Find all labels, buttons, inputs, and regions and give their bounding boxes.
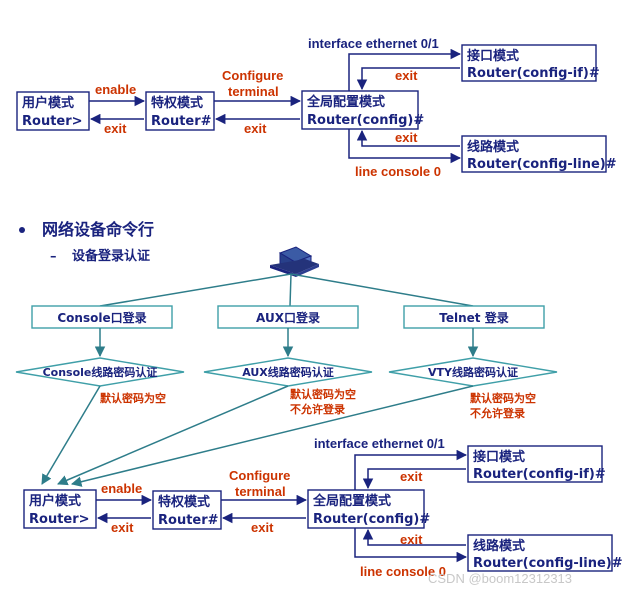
if-mode-box-2: 接口模式 Router(config-if)# xyxy=(467,445,606,483)
link-computer-telnet xyxy=(290,273,474,307)
watermark-text: CSDN @boom12312313 xyxy=(428,571,572,586)
priv-mode-label-2: 特权模式 xyxy=(158,494,210,510)
link-computer-aux xyxy=(289,273,292,307)
priv-mode-prompt-2: Router# xyxy=(158,513,219,528)
line-mode-box: 线路模式 Router(config-line)# xyxy=(461,135,617,173)
exit-label-priv-user-2: exit xyxy=(111,520,134,535)
aux-default-note-line2: 不允许登录 xyxy=(290,402,345,416)
if-mode-label-2: 接口模式 xyxy=(473,449,525,465)
mode-flow-top: 用户模式 Router> 特权模式 Router# 全局配置模式 Router(… xyxy=(16,36,617,179)
exit-label-priv-user: exit xyxy=(104,121,127,136)
interface-command-label-2: interface ethernet 0/1 xyxy=(314,436,445,451)
line-console-arrow-2 xyxy=(354,528,468,563)
exit-arrow-if-global xyxy=(356,67,460,91)
telnet-login-label: Telnet 登录 xyxy=(439,310,508,325)
priv-mode-box: 特权模式 Router# xyxy=(145,91,215,131)
priv-mode-box-2: 特权模式 Router# xyxy=(152,490,222,530)
exit-label-line-global: exit xyxy=(395,130,418,145)
console-default-note: 默认密码为空 xyxy=(100,391,166,405)
exit-arrow-line-global-2 xyxy=(362,528,466,546)
line-mode-box-2: 线路模式 Router(config-line)# xyxy=(467,534,623,572)
interface-command-label: interface ethernet 0/1 xyxy=(308,36,439,51)
line-mode-prompt-2: Router(config-line)# xyxy=(473,556,623,571)
global-mode-prompt: Router(config)# xyxy=(307,113,424,128)
bullet-list: 网络设备命令行 – 设备登录认证 xyxy=(19,220,154,264)
aux-login-label: AUX口登录 xyxy=(256,310,320,325)
exit-label-global-priv-2: exit xyxy=(251,520,274,535)
bullet-level2-marker: – xyxy=(50,249,57,264)
global-mode-label-2: 全局配置模式 xyxy=(312,493,391,509)
link-computer-console xyxy=(99,273,292,307)
arrow-console-user xyxy=(41,385,101,485)
exit-arrow-line-global xyxy=(356,129,460,147)
global-mode-box: 全局配置模式 Router(config)# xyxy=(301,90,424,130)
enable-command-label: enable xyxy=(95,82,136,97)
user-mode-box-2: 用户模式 Router> xyxy=(23,489,97,529)
exit-arrow-if-global-2 xyxy=(362,468,466,490)
bullet-level2-text: 设备登录认证 xyxy=(72,248,150,264)
login-entries: Console口登录 AUX口登录 Telnet 登录 xyxy=(31,305,545,329)
aux-auth-diamond xyxy=(203,357,373,387)
bullet-level1-text: 网络设备命令行 xyxy=(42,220,154,239)
vty-default-note-line2: 不允许登录 xyxy=(470,406,525,420)
exit-label-line-global-2: exit xyxy=(400,532,423,547)
if-mode-label: 接口模式 xyxy=(467,48,519,64)
configure-command-line2-2: terminal xyxy=(235,484,286,499)
interface-arrow-2 xyxy=(354,449,468,490)
aux-default-note-line1: 默认密码为空 xyxy=(290,387,356,401)
exit-label-if-global-2: exit xyxy=(400,469,423,484)
line-mode-label: 线路模式 xyxy=(467,139,519,155)
line-console-arrow xyxy=(348,129,462,164)
auth-diamonds: Console线路密码认证 AUX线路密码认证 VTY线路密码认证 xyxy=(15,357,558,387)
vty-auth-diamond xyxy=(388,357,558,387)
aux-auth-label: AUX线路密码认证 xyxy=(242,365,334,379)
user-mode-prompt: Router> xyxy=(22,114,83,129)
console-login-box xyxy=(31,305,173,329)
user-mode-label-2: 用户模式 xyxy=(28,493,81,509)
user-mode-prompt-2: Router> xyxy=(29,512,90,527)
vty-default-note-line1: 默认密码为空 xyxy=(470,391,536,405)
console-login-label: Console口登录 xyxy=(57,310,146,325)
computer-terminal-icon xyxy=(270,246,319,277)
telnet-login-box xyxy=(403,305,545,329)
user-mode-label: 用户模式 xyxy=(21,95,74,111)
global-mode-prompt-2: Router(config)# xyxy=(313,512,430,527)
mode-flow-bottom: 用户模式 Router> 特权模式 Router# 全局配置模式 Router(… xyxy=(23,436,623,579)
vty-auth-label: VTY线路密码认证 xyxy=(428,365,518,379)
priv-mode-prompt: Router# xyxy=(151,114,212,129)
interface-arrow xyxy=(348,48,462,91)
configure-command-line2: terminal xyxy=(228,84,279,99)
if-mode-box: 接口模式 Router(config-if)# xyxy=(461,44,600,82)
exit-label-if-global: exit xyxy=(395,68,418,83)
global-mode-label: 全局配置模式 xyxy=(306,94,385,110)
enable-command-label-2: enable xyxy=(101,481,142,496)
user-mode-box: 用户模式 Router> xyxy=(16,91,90,131)
priv-mode-label: 特权模式 xyxy=(151,95,203,111)
bullet-dot-icon xyxy=(19,227,25,233)
arrow-aux-user xyxy=(57,385,289,486)
exit-label-global-priv: exit xyxy=(244,121,267,136)
line-mode-label-2: 线路模式 xyxy=(473,538,525,554)
console-auth-diamond xyxy=(15,357,185,387)
configure-command-line1-2: Configure xyxy=(229,468,290,483)
configure-command-line1: Configure xyxy=(222,68,283,83)
console-auth-label: Console线路密码认证 xyxy=(43,365,158,379)
global-mode-box-2: 全局配置模式 Router(config)# xyxy=(307,489,430,529)
line-mode-prompt: Router(config-line)# xyxy=(467,157,617,172)
line-console-command-label-2: line console 0 xyxy=(360,564,446,579)
line-console-command-label: line console 0 xyxy=(355,164,441,179)
arrow-vty-user xyxy=(70,385,474,487)
if-mode-prompt-2: Router(config-if)# xyxy=(473,467,606,482)
if-mode-prompt: Router(config-if)# xyxy=(467,66,600,81)
